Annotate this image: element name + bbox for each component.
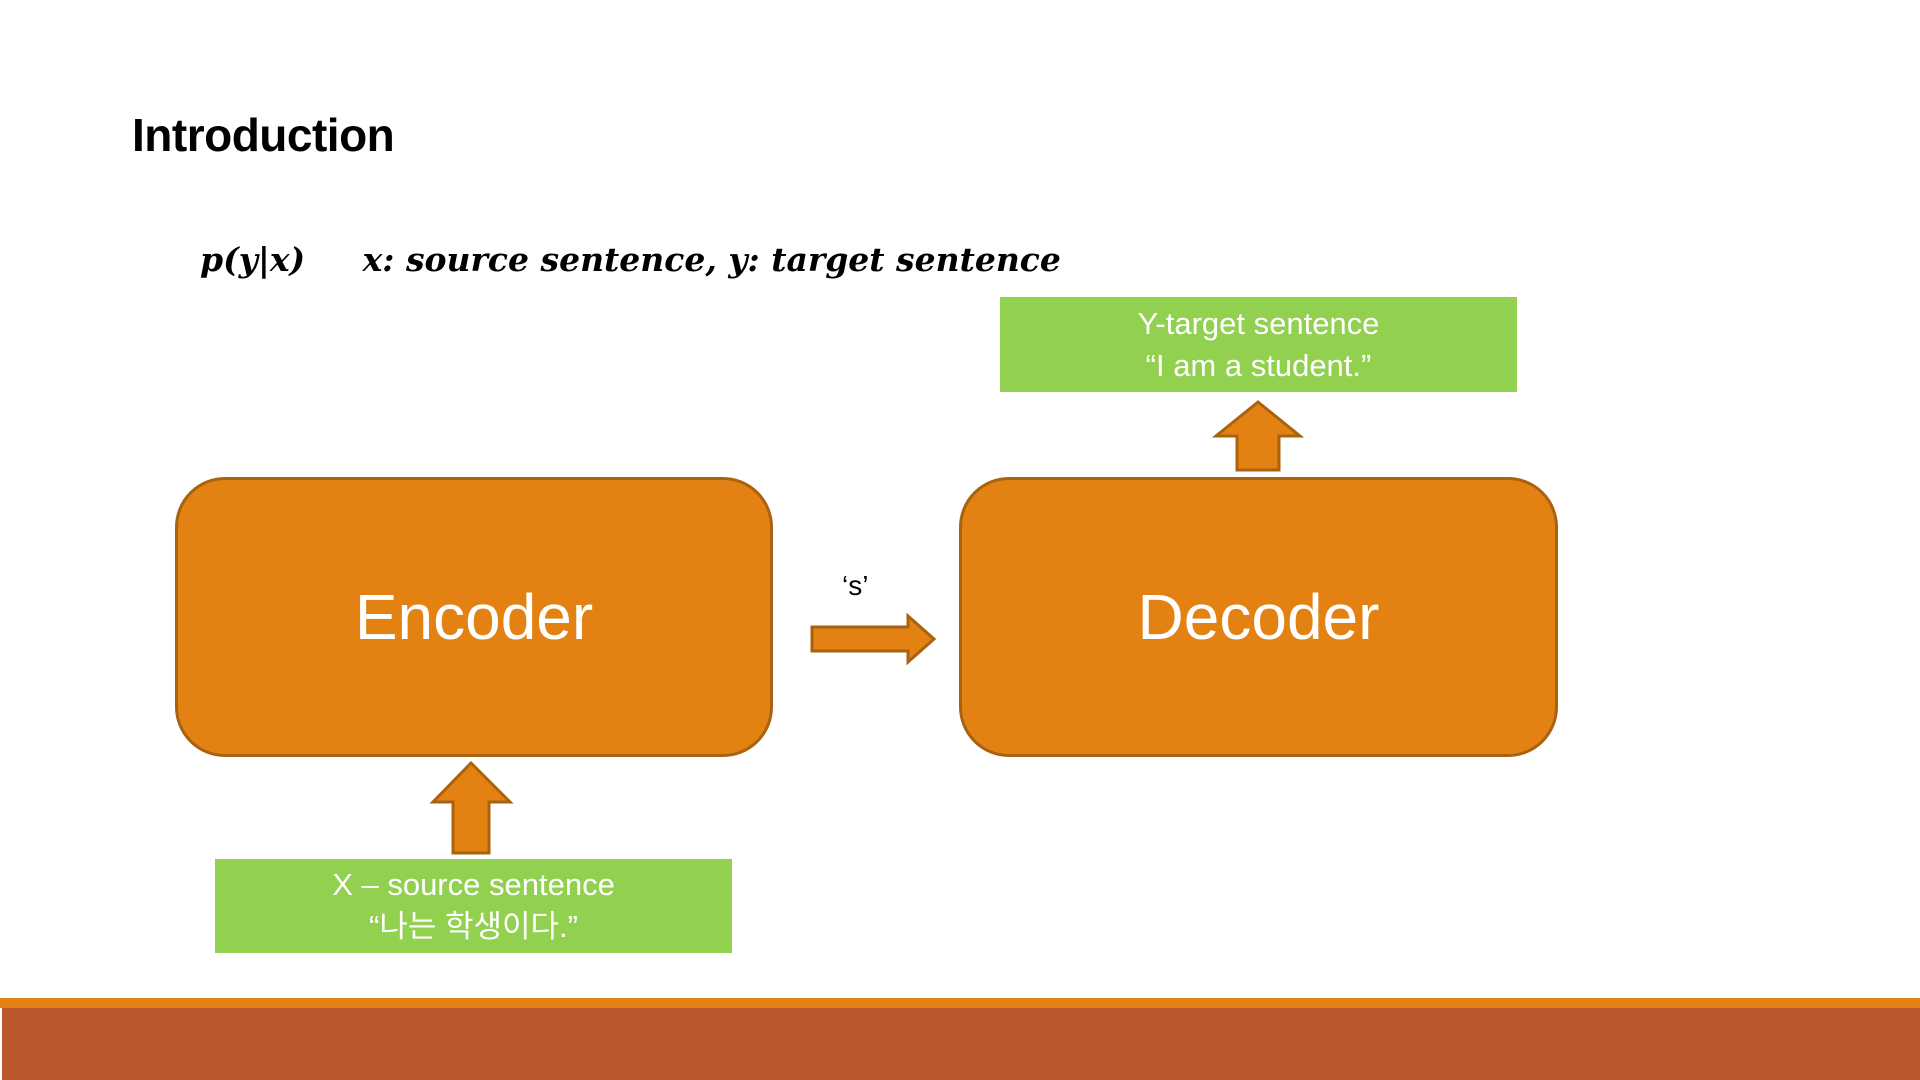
source-box-example: “나는 학생이다.” — [369, 909, 578, 944]
decoder-block: Decoder — [959, 477, 1558, 757]
source-box-heading: X – source sentence — [332, 867, 615, 902]
slide-title: Introduction — [132, 109, 395, 161]
probability-formula: p(y|x) x: source sentence, y: target sen… — [200, 240, 1061, 279]
source-sentence-box: X – source sentence “나는 학생이다.” — [215, 859, 732, 953]
decoder-label: Decoder — [1137, 581, 1380, 653]
up-arrow-icon — [1211, 400, 1305, 472]
footer-accent-line — [0, 998, 1920, 1008]
footer-band — [2, 1008, 1920, 1080]
right-arrow-icon — [810, 612, 937, 666]
context-vector-label: ‘s’ — [842, 570, 869, 601]
encoder-block: Encoder — [175, 477, 773, 757]
up-arrow-icon — [429, 760, 514, 855]
target-box-heading: Y-target sentence — [1137, 305, 1380, 341]
encoder-label: Encoder — [354, 581, 594, 653]
target-sentence-box: Y-target sentence “I am a student.” — [1000, 297, 1517, 392]
target-box-example: “I am a student.” — [1145, 347, 1372, 383]
